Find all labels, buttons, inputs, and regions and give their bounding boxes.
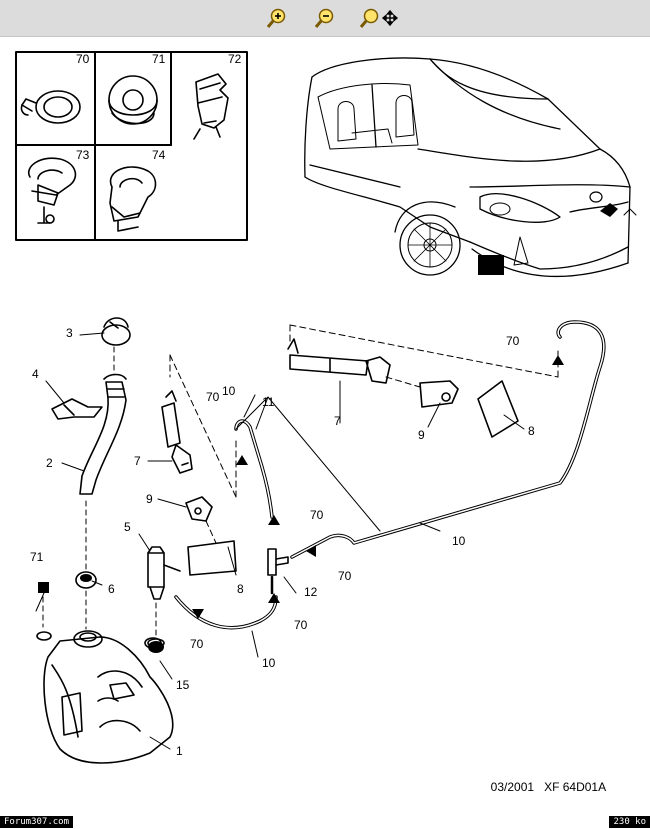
- pan-zoom-icon: [359, 8, 399, 28]
- part-8-cover-left: [187, 540, 237, 576]
- callout-70-c: 70: [338, 569, 352, 583]
- inset-label-72: 72: [228, 52, 242, 66]
- callout-10-a: 10: [222, 384, 236, 398]
- site-watermark: Forum307.com: [0, 816, 74, 828]
- callout-10-b: 10: [262, 656, 276, 670]
- file-size: 230 ko: [609, 816, 650, 828]
- hose-upper-left-core: [235, 420, 273, 518]
- callout-12: 12: [304, 585, 318, 599]
- washer-system-diagram: 70 71 72 73 74 3 4 2 7 9 5 71 6 8 70 10 …: [15, 51, 637, 764]
- part-5-pump: [147, 546, 181, 636]
- part-4-clip: [51, 398, 103, 420]
- pan-zoom-button[interactable]: [358, 6, 404, 30]
- zoom-out-icon: [314, 8, 334, 28]
- pump-hose-core: [175, 596, 277, 629]
- part-12-t-connector: [267, 548, 289, 595]
- callout-11: 11: [262, 395, 275, 409]
- part-2-filler-neck: [79, 373, 127, 570]
- callout-8-right: 8: [528, 424, 535, 438]
- callout-70-b: 70: [310, 508, 324, 522]
- callout-70-f: 70: [506, 334, 520, 348]
- part-9-nozzle-right: [419, 380, 459, 408]
- part-7-washer-jet-right: [287, 338, 391, 384]
- part-8-cover-right: [477, 380, 519, 438]
- inset-label-70: 70: [76, 52, 90, 66]
- reference-date: 03/2001: [490, 780, 535, 794]
- callout-71: 71: [30, 550, 44, 564]
- callout-4: 4: [32, 367, 39, 381]
- part-6-grommet: [75, 571, 97, 630]
- part-71-stud: [36, 582, 52, 641]
- callout-10-c: 10: [452, 534, 466, 548]
- zoom-out-button[interactable]: [312, 6, 338, 30]
- status-bar: Forum307.com 230 ko: [0, 815, 650, 829]
- callout-70-a: 70: [206, 390, 220, 404]
- inset-label-74: 74: [152, 148, 166, 162]
- flow-arrows: [192, 355, 564, 619]
- part-7-washer-jet-left: [161, 390, 193, 474]
- part-70-clip: [20, 90, 81, 124]
- part-74-pipe-clip: [109, 166, 157, 232]
- drawing-reference: 03/2001 XF 64D01A: [484, 766, 606, 794]
- part-15-grommet: [147, 638, 165, 653]
- callout-8-left: 8: [237, 582, 244, 596]
- viewer-toolbar: [0, 0, 650, 37]
- callout-3: 3: [66, 326, 73, 340]
- callout-15: 15: [176, 678, 190, 692]
- part-3-cap: [101, 317, 131, 376]
- callout-5: 5: [124, 520, 131, 534]
- part-72-bracket: [193, 73, 229, 140]
- inset-parts-grid: [15, 51, 248, 241]
- hose-upper-left: [234, 419, 274, 519]
- part-71-grommet: [108, 75, 158, 125]
- inset-label-73: 73: [76, 148, 90, 162]
- callout-70-e: 70: [190, 637, 204, 651]
- reference-code: XF 64D01A: [544, 780, 607, 794]
- callout-2: 2: [46, 456, 53, 470]
- part-1-reservoir: [43, 630, 174, 764]
- inset-label-71: 71: [152, 52, 166, 66]
- hose-main-core: [291, 321, 605, 558]
- car-illustration: [304, 57, 637, 278]
- callout-9-right: 9: [418, 428, 425, 442]
- callout-6: 6: [108, 582, 115, 596]
- zoom-in-icon: [266, 8, 286, 28]
- callout-70-d: 70: [294, 618, 308, 632]
- leader-lines: [35, 332, 525, 750]
- part-73-clamp: [27, 157, 77, 224]
- callout-7-left: 7: [134, 454, 141, 468]
- zoom-in-button[interactable]: [264, 6, 290, 30]
- callout-1: 1: [176, 744, 183, 758]
- part-9-nozzle-left: [185, 496, 213, 522]
- callout-9-left: 9: [146, 492, 153, 506]
- callout-7-right: 7: [334, 414, 341, 428]
- assembly-lines-left: [169, 354, 237, 544]
